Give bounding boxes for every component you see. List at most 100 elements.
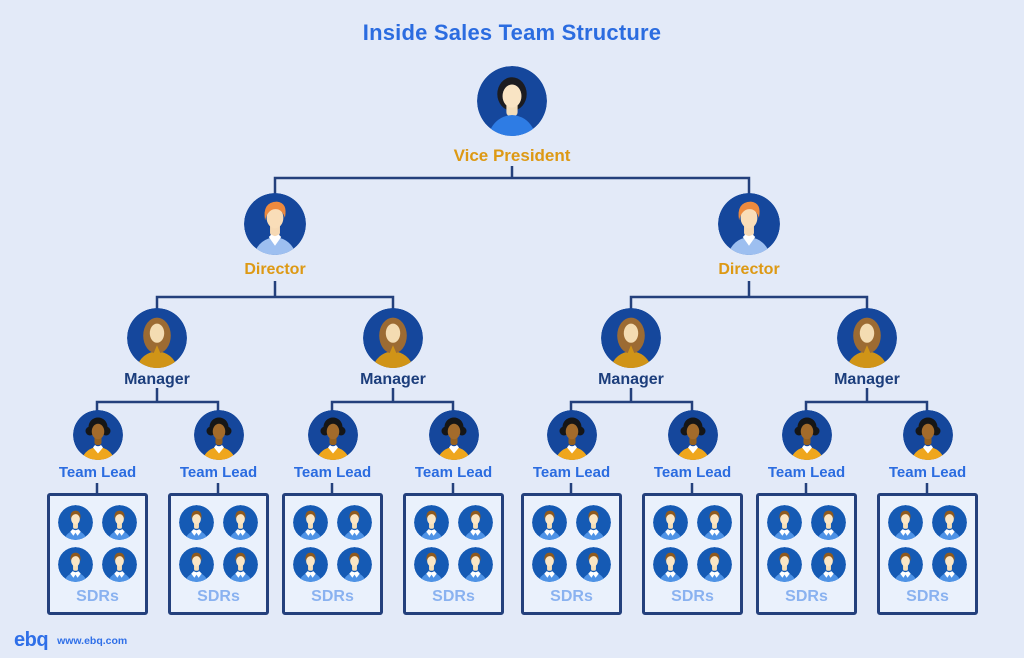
team-lead-avatar-icon [73, 410, 123, 460]
sdrs-label: SDRs [906, 588, 949, 605]
sdr-avatar-icon [811, 505, 846, 540]
team-lead-avatar-icon [194, 410, 244, 460]
team-lead-label: Team Lead [888, 464, 967, 481]
director-avatar-icon [244, 193, 306, 255]
sdrs-label: SDRs [785, 588, 828, 605]
sdr-avatar-icon [179, 505, 214, 540]
sdr-avatar-grid [58, 505, 137, 582]
vp-node: Vice President [442, 66, 582, 166]
sdrs-label: SDRs [671, 588, 714, 605]
sdr-avatar-grid [414, 505, 493, 582]
sdr-avatar-icon [653, 547, 688, 582]
sdr-avatar-grid [532, 505, 611, 582]
sdr-avatar-icon [532, 547, 567, 582]
sdr-group-box: SDRs [168, 493, 269, 615]
sdr-group-box: SDRs [403, 493, 504, 615]
director-avatar-icon [718, 193, 780, 255]
page-title: Inside Sales Team Structure [362, 20, 662, 45]
manager-label: Manager [360, 371, 426, 388]
team-lead-label: Team Lead [293, 464, 372, 481]
team-lead-avatar-icon [308, 410, 358, 460]
director-label: Director [718, 261, 780, 278]
director-label: Director [244, 261, 306, 278]
vp-label: Vice President [453, 146, 571, 165]
team-lead-avatar-icon [782, 410, 832, 460]
sdr-avatar-grid [293, 505, 372, 582]
team-lead-node: Team Lead [161, 410, 276, 481]
sdr-avatar-icon [58, 505, 93, 540]
sdr-avatar-icon [102, 547, 137, 582]
sdr-avatar-grid [179, 505, 258, 582]
sdr-group-box: SDRs [877, 493, 978, 615]
manager-avatar-icon [127, 308, 187, 368]
sdr-avatar-icon [697, 505, 732, 540]
sdrs-label: SDRs [76, 588, 119, 605]
sdrs-label: SDRs [432, 588, 475, 605]
manager-label: Manager [834, 371, 900, 388]
manager-label: Manager [124, 371, 190, 388]
manager-avatar-icon [601, 308, 661, 368]
sdr-avatar-icon [811, 547, 846, 582]
manager-node: Manager [333, 308, 453, 389]
team-lead-label: Team Lead [653, 464, 732, 481]
website-url: www.ebq.com [57, 634, 128, 647]
footer: ebq www.ebq.com [14, 629, 127, 652]
sdr-avatar-icon [223, 505, 258, 540]
team-lead-avatar-icon [429, 410, 479, 460]
sdr-avatar-icon [337, 505, 372, 540]
sdr-avatar-icon [458, 547, 493, 582]
sdr-avatar-icon [414, 547, 449, 582]
sdr-avatar-grid [767, 505, 846, 582]
sdr-avatar-icon [888, 505, 923, 540]
sdr-avatar-icon [414, 505, 449, 540]
sdr-avatar-icon [697, 547, 732, 582]
sdr-avatar-icon [58, 547, 93, 582]
sdr-avatar-icon [767, 505, 802, 540]
team-lead-node: Team Lead [749, 410, 864, 481]
sdr-group-box: SDRs [642, 493, 743, 615]
sdr-avatar-icon [223, 547, 258, 582]
team-lead-label: Team Lead [767, 464, 846, 481]
sdr-group-box: SDRs [521, 493, 622, 615]
manager-avatar-icon [363, 308, 423, 368]
manager-node: Manager [571, 308, 691, 389]
sdr-avatar-icon [653, 505, 688, 540]
manager-node: Manager [807, 308, 927, 389]
team-lead-node: Team Lead [870, 410, 985, 481]
sdr-avatar-icon [458, 505, 493, 540]
sdrs-label: SDRs [197, 588, 240, 605]
sdr-avatar-icon [767, 547, 802, 582]
sdr-avatar-icon [102, 505, 137, 540]
team-lead-node: Team Lead [396, 410, 511, 481]
team-lead-node: Team Lead [275, 410, 390, 481]
team-lead-node: Team Lead [40, 410, 155, 481]
sdr-avatar-grid [888, 505, 967, 582]
vp-avatar-icon [477, 66, 547, 136]
sdr-avatar-icon [532, 505, 567, 540]
team-lead-avatar-icon [668, 410, 718, 460]
director-node: Director [215, 193, 335, 279]
director-node: Director [689, 193, 809, 279]
team-lead-avatar-icon [547, 410, 597, 460]
team-lead-label: Team Lead [414, 464, 493, 481]
sdrs-label: SDRs [550, 588, 593, 605]
sdr-avatar-icon [293, 505, 328, 540]
sdr-group-box: SDRs [282, 493, 383, 615]
sdr-avatar-icon [179, 547, 214, 582]
sdr-avatar-grid [653, 505, 732, 582]
sdr-avatar-icon [932, 547, 967, 582]
sdr-avatar-icon [293, 547, 328, 582]
manager-node: Manager [97, 308, 217, 389]
manager-avatar-icon [837, 308, 897, 368]
sdr-group-box: SDRs [47, 493, 148, 615]
sdr-group-box: SDRs [756, 493, 857, 615]
sdr-avatar-icon [576, 505, 611, 540]
team-lead-node: Team Lead [514, 410, 629, 481]
team-lead-node: Team Lead [635, 410, 750, 481]
sdrs-label: SDRs [311, 588, 354, 605]
ebq-logo: ebq [14, 629, 49, 651]
manager-label: Manager [598, 371, 664, 388]
sdr-avatar-icon [576, 547, 611, 582]
